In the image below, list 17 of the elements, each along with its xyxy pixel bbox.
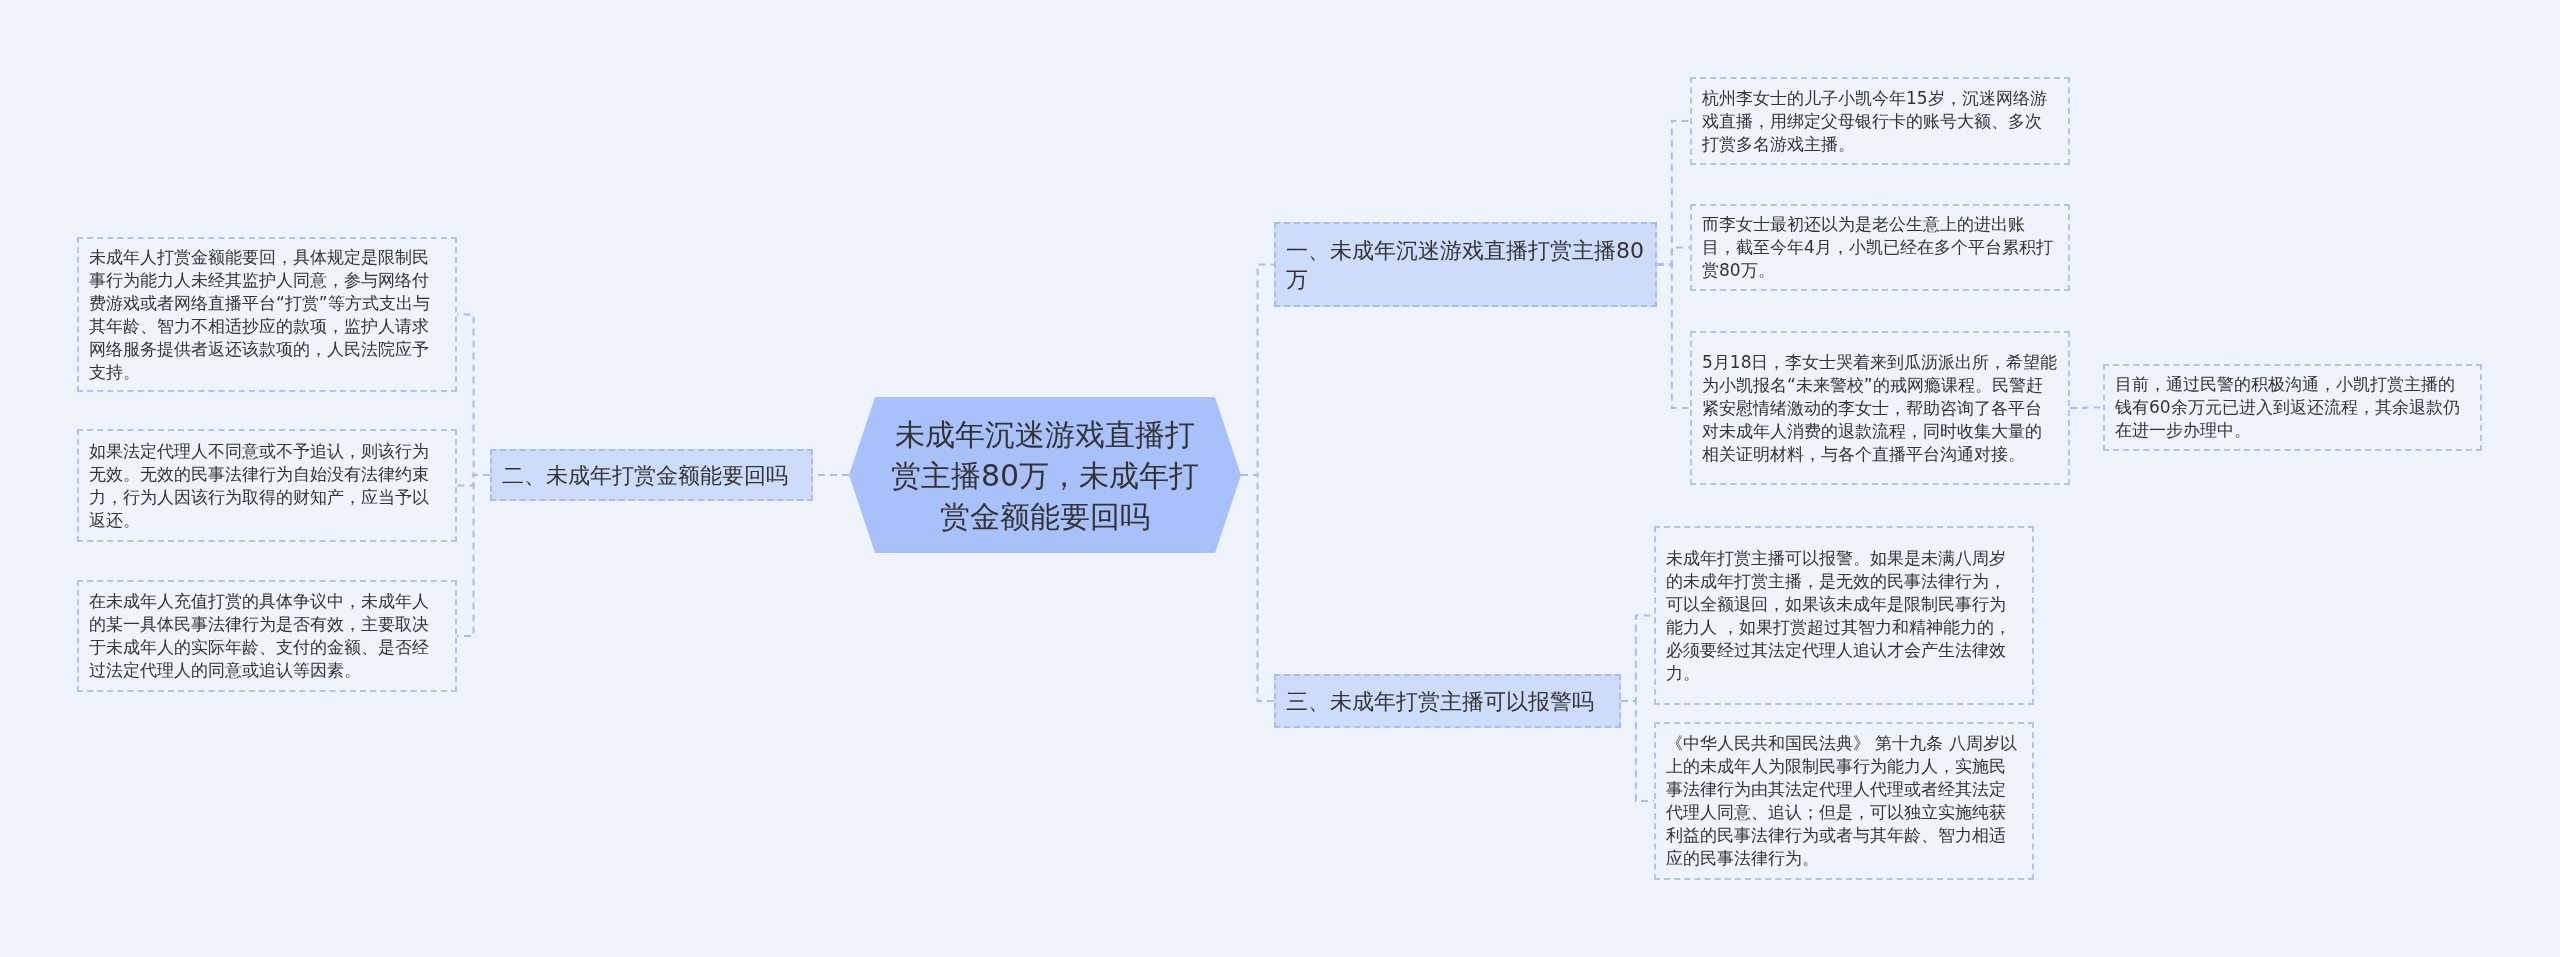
note-box: 如果法定代理人不同意或不予追认，则该行为无效。无效的民事法律行为自始没有法律约束力，行为人因该行为取得的财知产，应当予以返还。 — [77, 429, 457, 542]
note-box: 杭州李女士的儿子小凯今年15岁，沉迷网络游戏直播，用绑定父母银行卡的账号大额、多次打赏多名游戏主播。 — [1690, 77, 2070, 165]
note-box: 未成年人打赏金额能要回，具体规定是限制民事行为能力人未经其监护人同意，参与网络付费游戏或者网络直播平台“打赏”等方式支出与其年龄、智力不相适抄应的款项，监护人请求网络服务提供者返还该款项的，人民法院应予支持。 — [77, 237, 457, 392]
connector-line — [1240, 474, 1275, 702]
branch-box: 二、未成年打赏金额能要回吗 — [490, 449, 813, 501]
note-box: 在未成年人充值打赏的具体争议中，未成年人的某一具体民事法律行为是否有效，主要取决于未成年人的实际年龄、支付的金额、是否经过法定代理人的同意或追认等因素。 — [77, 580, 457, 692]
note-box: 5月18日，李女士哭着来到瓜沥派出所，希望能为小凯报名“未来警校”的戒网瘾课程。民警赶紧安慰情绪激动的李女士，帮助咨询了各平台对未成年人消费的退款流程，同时收集大量的相关证明材料，与各个直播平台沟通对接。 — [1690, 331, 2070, 485]
connector-line — [1656, 263, 1691, 409]
note-box: 未成年打赏主播可以报警。如果是未满八周岁的未成年打赏主播，是无效的民事法律行为，可以全额退回，如果该未成年是限制民事行为能力人 ，如果打赏超过其智力和精神能力的，必须要经过其法定代理人追认才会产生法律效力。 — [1654, 526, 2034, 705]
note-box: 《中华人民共和国民法典》 第十九条 八周岁以上的未成年人为限制民事行为能力人，实施民事法律行为由其法定代理人代理或者经其法定代理人同意、追认；但是，可以独立实施纯获利益的民事法律行为或者与其年龄、智力相适应的民事法律行为。 — [1654, 722, 2034, 880]
connector-line — [456, 474, 491, 637]
connector-line — [2069, 406, 2104, 409]
topic-hexagon: 未成年沉迷游戏直播打赏主播80万，未成年打赏金额能要回吗 — [849, 397, 1241, 553]
note-box: 目前，通过民警的积极沟通，小凯打赏主播的钱有60余万元已进入到返还流程，其余退款仍在进一步办理中。 — [2103, 364, 2482, 451]
note-box: 而李女士最初还以为是老公生意上的进出账目，截至今年4月，小凯已经在多个平台累积打赏80万。 — [1690, 204, 2070, 291]
branch-box: 三、未成年打赏主播可以报警吗 — [1274, 674, 1621, 728]
branch-box: 一、未成年沉迷游戏直播打赏主播80万 — [1274, 222, 1657, 307]
